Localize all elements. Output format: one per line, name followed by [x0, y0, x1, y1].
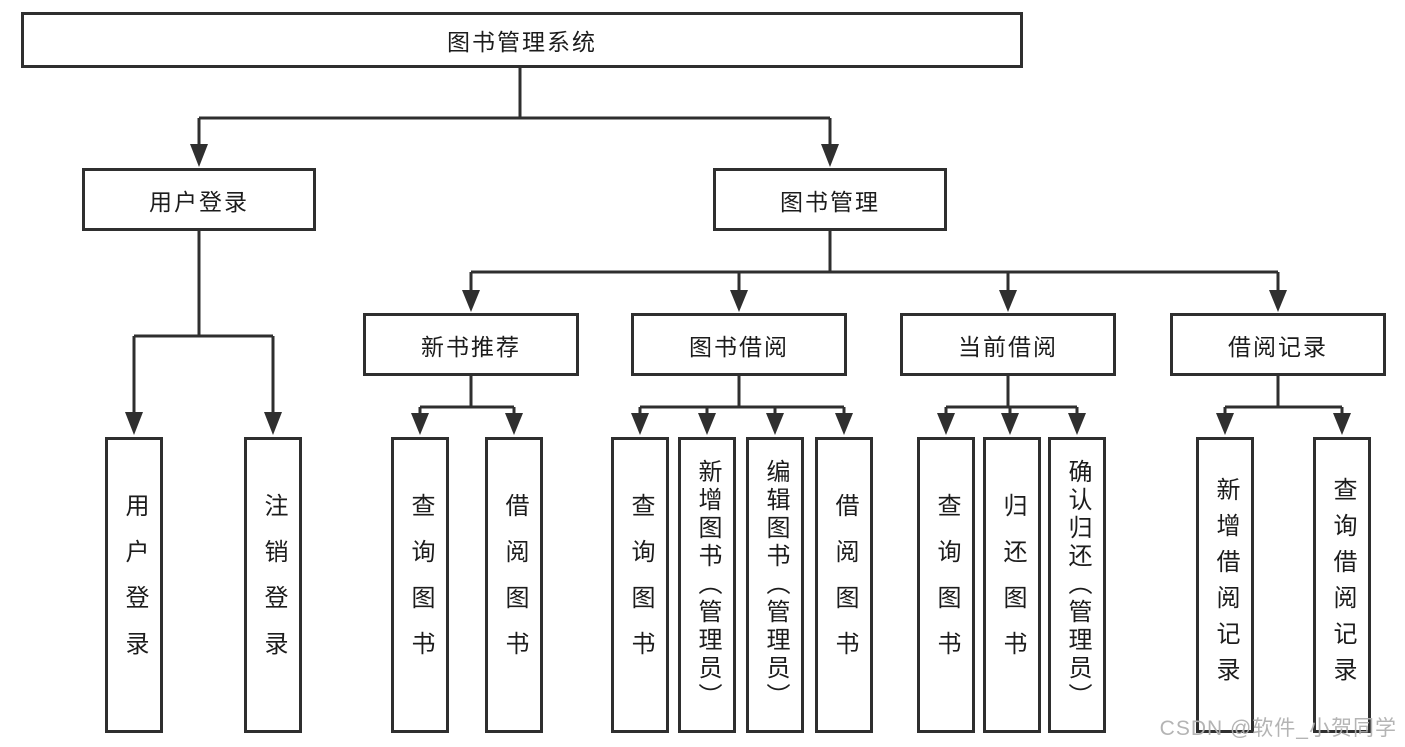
node-label: 查询图书	[933, 493, 960, 677]
node-label: 确认归还（管理员）	[1064, 459, 1091, 711]
node-label: 用户登录	[121, 493, 148, 677]
leaf-borrow-books-newbooks: 借阅图书	[485, 437, 543, 733]
connector-new-books	[418, 376, 516, 415]
node-user-login: 用户登录	[82, 168, 316, 231]
node-label: 查询图书	[407, 493, 434, 677]
node-new-book-recommend: 新书推荐	[363, 313, 579, 376]
node-label: 当前借阅	[958, 333, 1058, 360]
leaf-query-books-current: 查询图书	[917, 437, 975, 733]
leaf-query-borrow-record: 查询借阅记录	[1313, 437, 1371, 733]
node-borrowing-records: 借阅记录	[1170, 313, 1386, 376]
leaf-query-books-borrowing: 查询图书	[611, 437, 669, 733]
leaf-user-login: 用户登录	[105, 437, 163, 733]
node-label: 查询借阅记录	[1329, 477, 1356, 693]
connector-user-login	[132, 231, 275, 415]
node-label: 编辑图书（管理员）	[762, 459, 789, 711]
leaf-add-borrow-record: 新增借阅记录	[1196, 437, 1254, 733]
node-label: 图书管理系统	[447, 29, 597, 55]
leaf-edit-books-admin: 编辑图书（管理员）	[746, 437, 804, 733]
connector-root	[197, 68, 832, 146]
leaf-return-books: 归还图书	[983, 437, 1041, 733]
connector-borrowing-records	[1223, 376, 1344, 415]
connector-book-borrowing	[638, 376, 846, 415]
node-label: 借阅图书	[831, 493, 858, 677]
node-book-borrowing: 图书借阅	[631, 313, 847, 376]
leaf-query-books-newbooks: 查询图书	[391, 437, 449, 733]
node-current-borrowing: 当前借阅	[900, 313, 1116, 376]
csdn-watermark: CSDN @软件_小贺同学	[1159, 717, 1397, 740]
node-root: 图书管理系统	[21, 12, 1023, 68]
node-label: 借阅记录	[1228, 333, 1328, 360]
leaf-add-books-admin: 新增图书（管理员）	[678, 437, 736, 733]
node-label: 新书推荐	[421, 333, 521, 360]
node-label: 新增借阅记录	[1212, 477, 1239, 693]
node-label: 新增图书（管理员）	[694, 459, 721, 711]
node-label: 用户登录	[149, 188, 249, 215]
node-label: 图书管理	[780, 188, 880, 215]
leaf-confirm-return-admin: 确认归还（管理员）	[1048, 437, 1106, 733]
node-label: 归还图书	[999, 493, 1026, 677]
connector-book-management	[469, 231, 1280, 292]
arrowheads	[125, 144, 1351, 435]
connector-current-borrowing	[944, 376, 1079, 415]
node-label: 查询图书	[627, 493, 654, 677]
node-label: 图书借阅	[689, 333, 789, 360]
node-label: 借阅图书	[501, 493, 528, 677]
node-book-management: 图书管理	[713, 168, 947, 231]
leaf-logout: 注销登录	[244, 437, 302, 733]
node-label: 注销登录	[260, 493, 287, 677]
leaf-borrow-books-borrowing: 借阅图书	[815, 437, 873, 733]
